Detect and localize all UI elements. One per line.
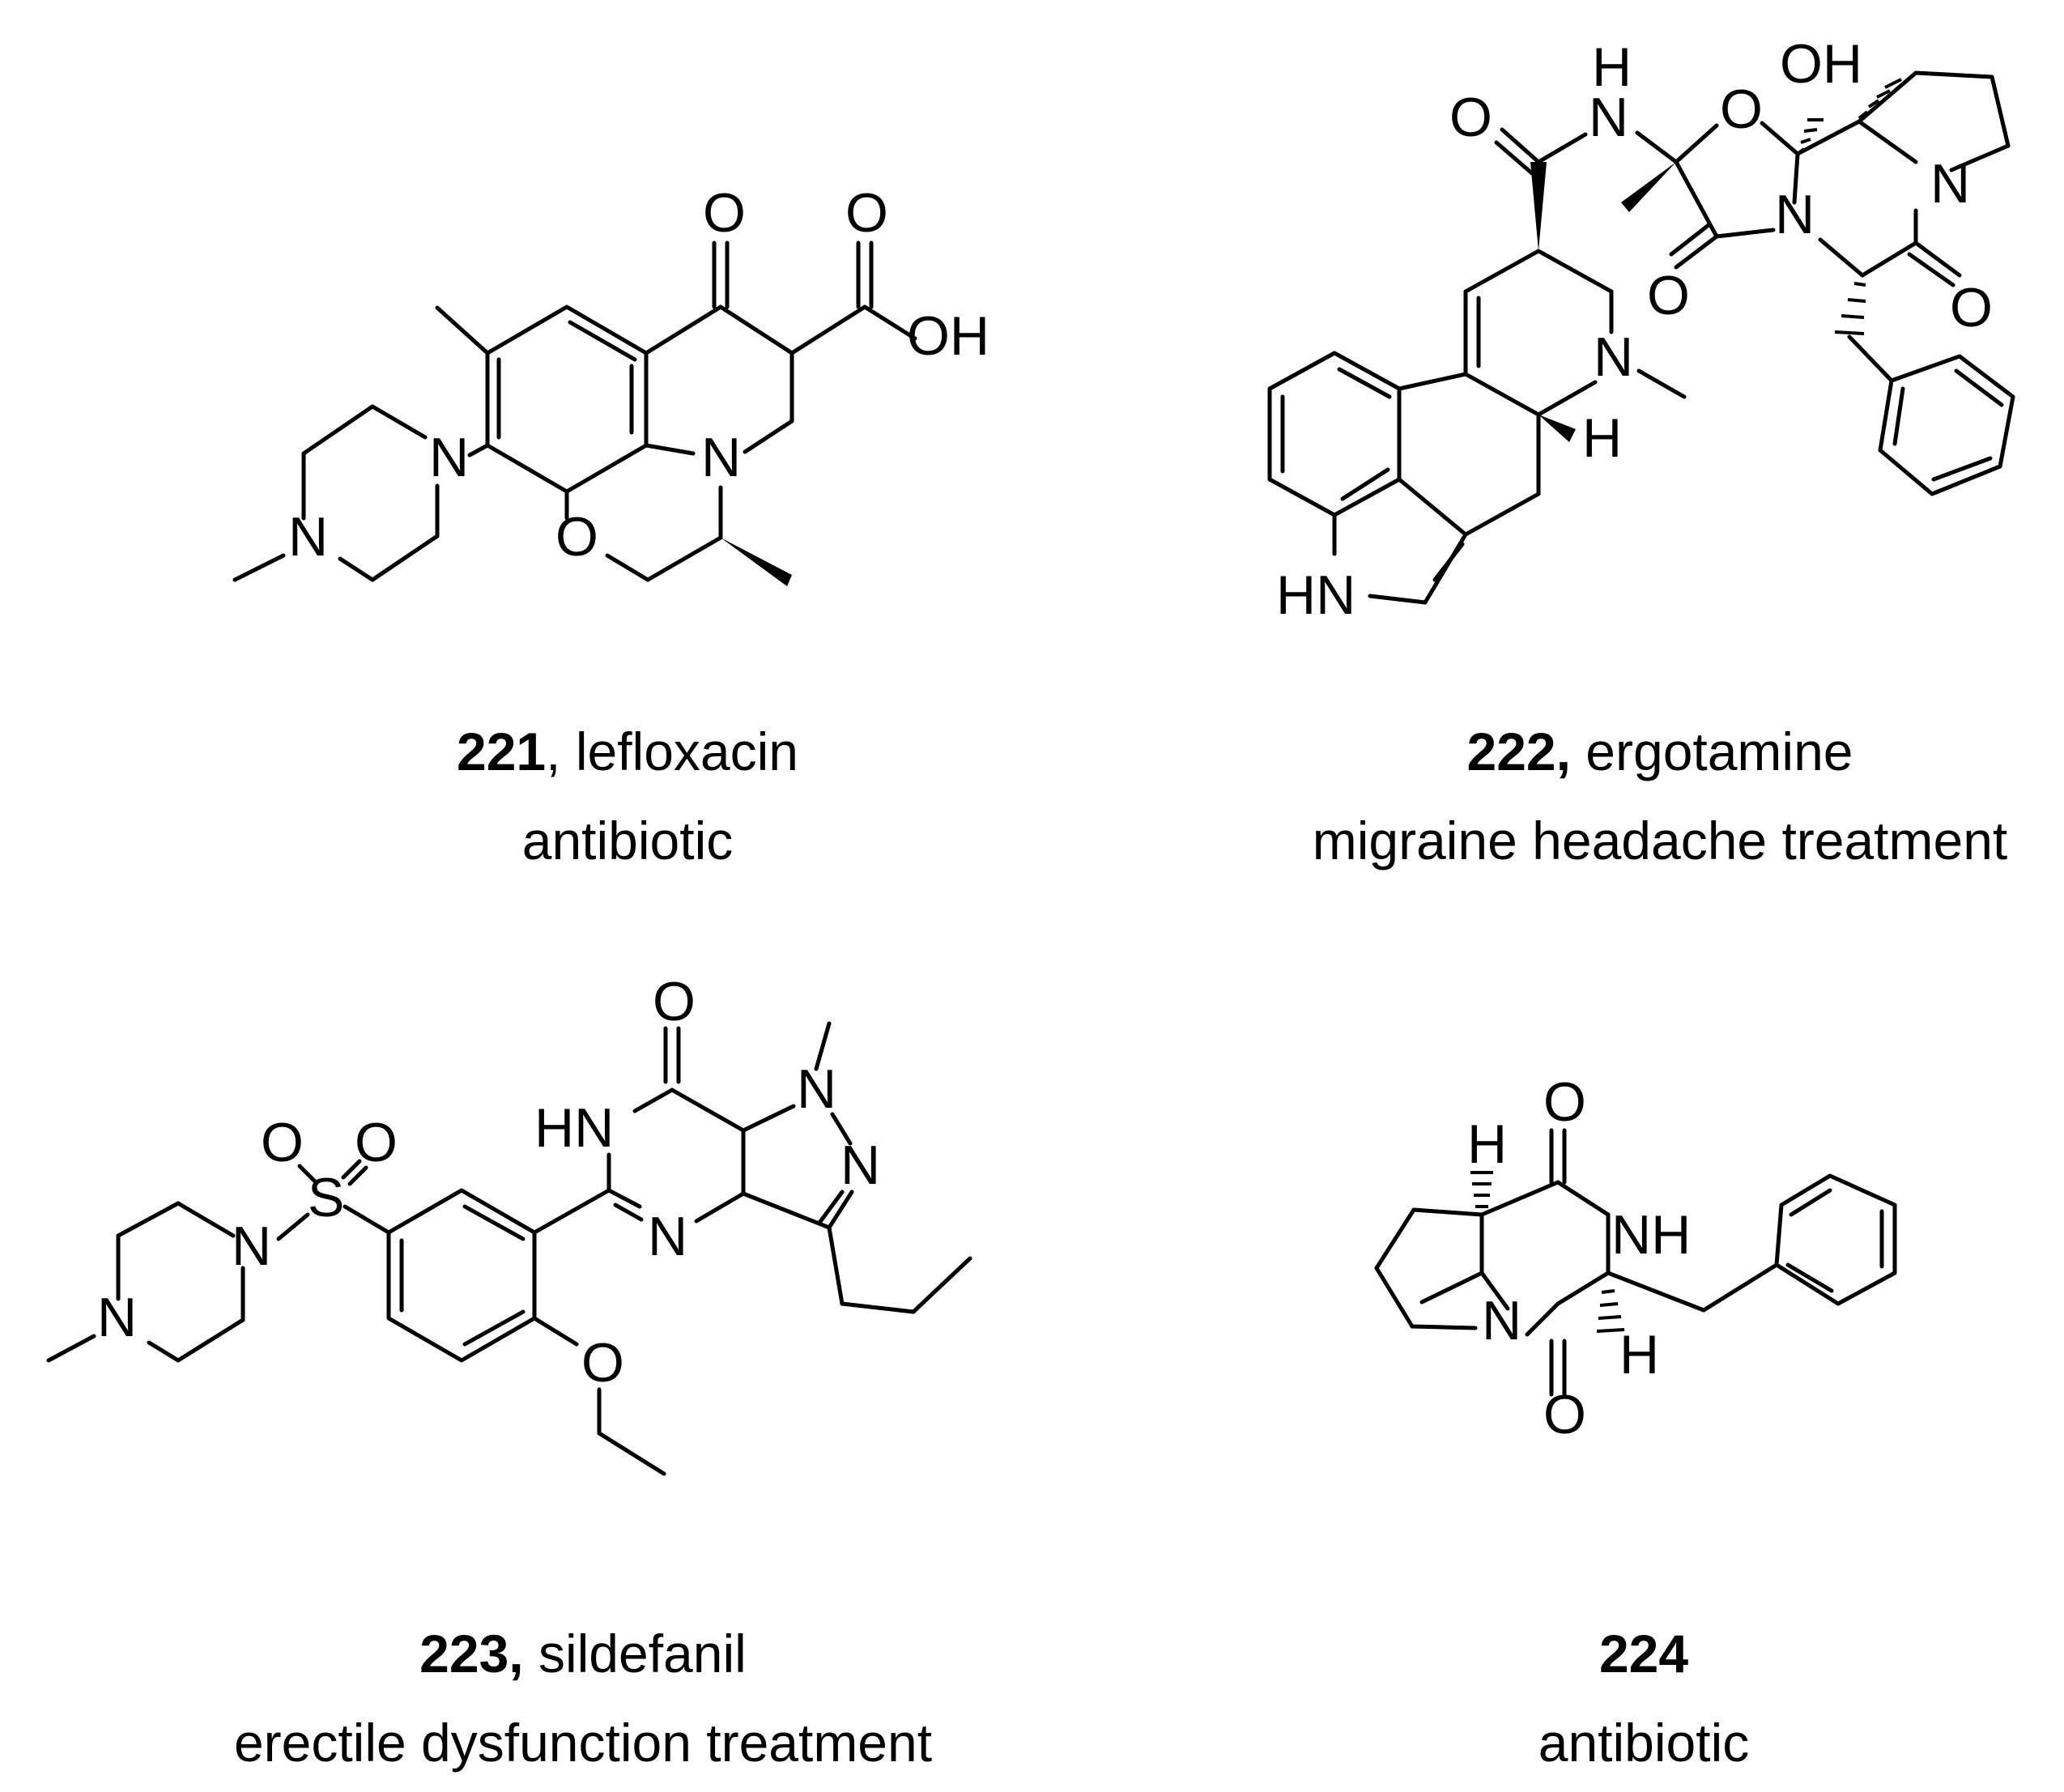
atom-o: O [1543,1384,1586,1445]
caption-223-use: erectile dysfunction treatment [233,1713,933,1773]
atom-o: O [653,971,696,1032]
caption-221-title: 221, lefloxacin [324,721,931,782]
compound-name: lefloxacin [575,721,798,781]
atom-hn: HN [1276,564,1355,626]
caption-separator: , [509,1624,538,1683]
structure-221: O O OH N O N N [232,182,989,586]
caption-separator: , [1555,721,1586,781]
atom-o: O [1449,87,1492,148]
atom-n: N [1930,153,1970,215]
atom-n: N [1775,184,1815,245]
atom-n: N [1589,87,1628,148]
atom-oh: OH [1780,33,1862,95]
atom-s: S [308,1167,344,1228]
atom-h: H [1592,36,1632,98]
caption-222-use: migraine headache treatment [1312,811,2008,870]
atom-o: O [845,182,888,244]
atom-o: O [1720,79,1763,140]
atom-n: N [288,506,328,568]
atom-h: H [1619,1324,1659,1386]
atom-o: O [355,1112,398,1173]
atom-n: N [1482,1290,1521,1351]
atom-o: O [1543,1071,1586,1133]
atom-n: N [232,1215,271,1277]
atom-o: O [261,1112,304,1173]
atom-o: O [581,1332,624,1394]
atom-o: O [1950,277,1993,338]
atom-n: N [648,1206,687,1267]
atom-n: N [97,1287,137,1348]
structure-222: H N O O OH N O N O N H HN [1267,33,2015,626]
atom-h: H [1467,1113,1507,1175]
atom-n: N [1594,326,1633,388]
atom-oh: OH [907,305,989,367]
atom-o: O [703,182,746,244]
compound-number: 223 [419,1624,509,1683]
caption-224-use: antibiotic [1538,1713,1750,1773]
atom-hn: HN [534,1097,614,1159]
atom-n: N [429,427,469,488]
caption-223-title: 223, sildefanil [162,1623,1004,1684]
atom-n: N [840,1134,880,1196]
atom-n: N [701,427,741,488]
caption-separator: , [546,721,576,781]
compound-name: sildefanil [538,1624,747,1683]
compound-number: 221 [457,721,547,781]
caption-222-title: 222, ergotamine [1279,721,2041,782]
structure-223: O HN N N N S O O N N O [46,971,972,1476]
compound-number: 222 [1466,721,1556,781]
structure-224: O H NH N H O [1374,1071,1897,1445]
compound-number: 224 [1598,1624,1689,1683]
atom-h: H [1582,407,1622,469]
compound-name: ergotamine [1585,721,1853,781]
caption-221-use: antibiotic [521,811,734,870]
atom-nh: NH [1611,1204,1691,1266]
atom-o: O [555,506,598,568]
atom-n: N [797,1058,836,1120]
caption-224-title: 224 [1377,1623,1911,1684]
atom-o: O [1647,265,1690,326]
